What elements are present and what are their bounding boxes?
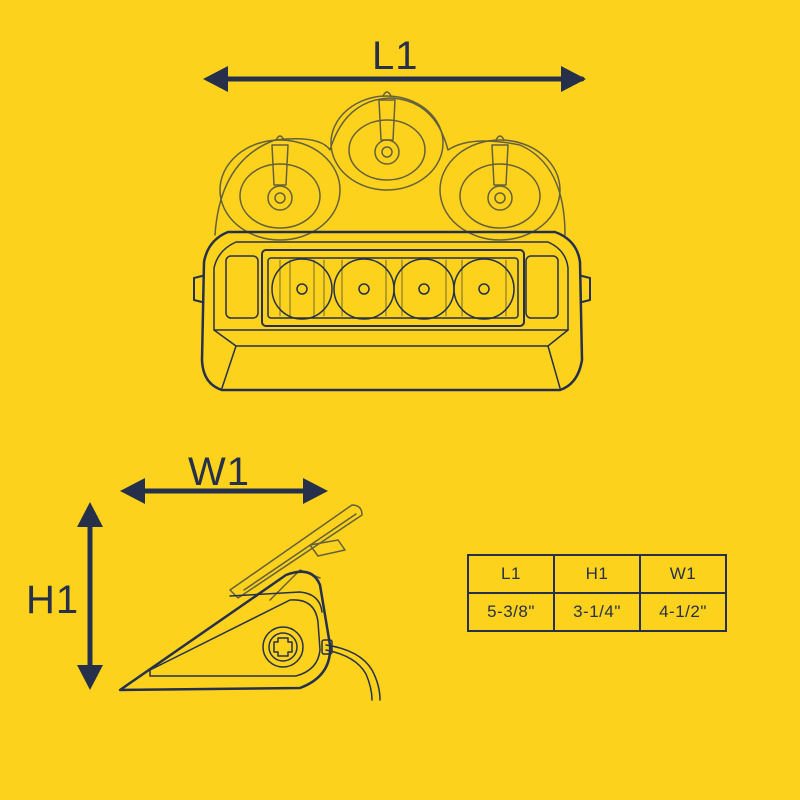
led-lens-4-icon xyxy=(453,258,515,320)
header-l1: L1 xyxy=(467,554,555,594)
height-dimension-arrow xyxy=(77,502,103,690)
value-w1: 4-1/2" xyxy=(639,592,727,632)
dimensions-header-row: L1 H1 W1 xyxy=(467,554,727,594)
length-label: L1 xyxy=(372,34,419,78)
value-l1: 5-3/8" xyxy=(467,592,555,632)
suction-cup-right-icon xyxy=(439,135,561,241)
width-label: W1 xyxy=(188,450,250,494)
header-h1: H1 xyxy=(553,554,641,594)
header-w1: W1 xyxy=(639,554,727,594)
dimensions-value-row: 5-3/8" 3-1/4" 4-1/2" xyxy=(467,592,727,632)
light-head-front-view xyxy=(193,230,591,392)
suction-cups xyxy=(214,91,566,241)
length-dimension-arrow xyxy=(203,66,586,92)
suction-cup-left-icon xyxy=(219,135,341,241)
led-lens-2-icon xyxy=(333,258,395,320)
led-lens-3-icon xyxy=(393,258,455,320)
dimensions-table: L1 H1 W1 5-3/8" 3-1/4" 4-1/2" xyxy=(467,554,727,632)
width-dimension-arrow xyxy=(120,478,328,504)
light-side-view xyxy=(118,504,381,701)
power-cord-icon xyxy=(321,639,381,701)
adjustment-knob-icon xyxy=(262,626,304,668)
height-label: H1 xyxy=(26,578,80,622)
led-lens-1-icon xyxy=(271,258,333,320)
suction-cup-center-icon xyxy=(330,91,444,191)
value-h1: 3-1/4" xyxy=(553,592,641,632)
